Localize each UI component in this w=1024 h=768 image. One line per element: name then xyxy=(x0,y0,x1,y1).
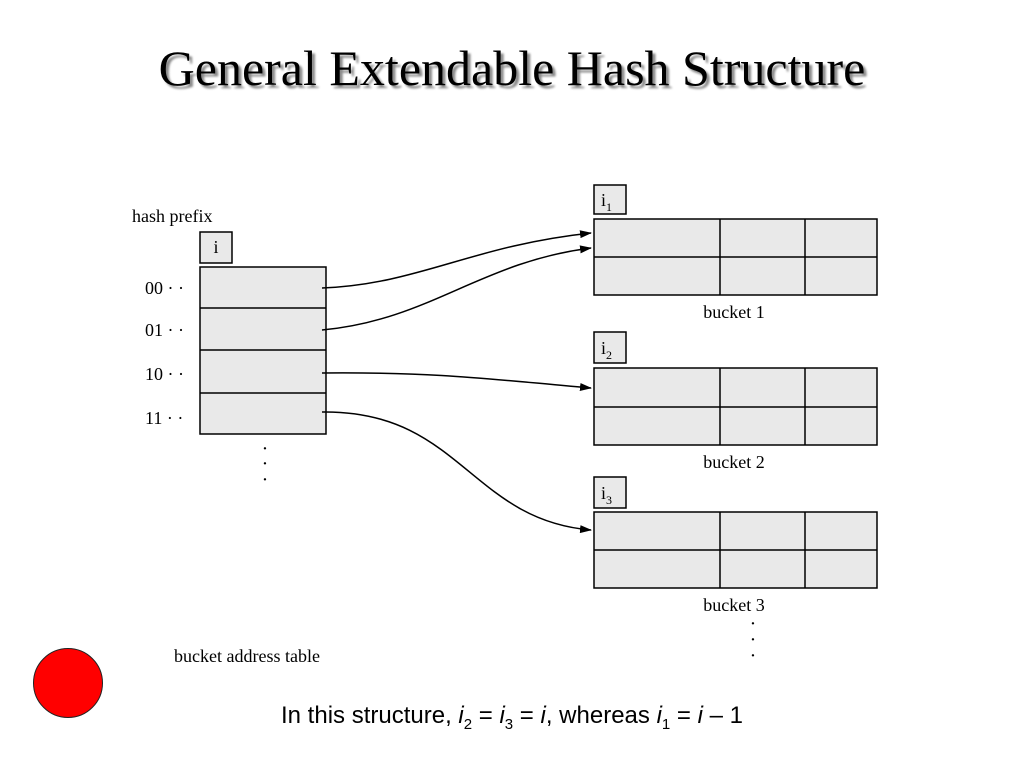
arrow-01-to-bucket-1 xyxy=(321,245,592,331)
bucket-address-table-label: bucket address table xyxy=(174,646,320,666)
bucket-2 xyxy=(593,367,878,446)
global-depth-label: i xyxy=(213,237,218,257)
caption-text: – 1 xyxy=(702,702,743,729)
caption-sub-1: 1 xyxy=(661,715,671,733)
red-circle-marker xyxy=(33,648,103,718)
ellipsis-dot: · xyxy=(262,438,269,460)
bucket-ellipsis: · · · xyxy=(750,613,757,667)
bucket-2-label: bucket 2 xyxy=(703,452,764,472)
bucket-2-depth-box xyxy=(593,331,627,364)
bucket-3-label: bucket 3 xyxy=(703,595,764,615)
arrow-10-to-bucket-2 xyxy=(321,372,592,391)
hash-prefix-label: hash prefix xyxy=(132,206,212,226)
caption-equals: = xyxy=(472,702,500,729)
caption-text: , whereas xyxy=(545,702,657,729)
caption-var-i: i xyxy=(540,702,546,729)
bucket-1-label: bucket 1 xyxy=(703,302,764,322)
bucket-3-depth-box xyxy=(593,476,627,509)
caption-equals: = xyxy=(670,702,698,729)
caption-sub-2: 2 xyxy=(463,715,473,733)
pointer-arrows xyxy=(321,230,592,534)
bucket-3-depth-label: i3 xyxy=(601,483,612,507)
prefix-10: 10 · · xyxy=(145,364,184,384)
caption-equals: = xyxy=(513,702,541,729)
caption-sub-3: 3 xyxy=(504,715,514,733)
arrow-11-to-bucket-3 xyxy=(321,411,592,534)
caption-var-i: i xyxy=(499,702,505,729)
global-depth-box xyxy=(199,231,233,264)
slide-title: General Extendable Hash Structure xyxy=(158,40,866,96)
ellipsis-dot: · xyxy=(262,453,269,475)
caption-var-i: i xyxy=(458,702,464,729)
ellipsis-dot: · xyxy=(750,629,757,651)
prefix-00: 00 · · xyxy=(145,278,184,298)
table-ellipsis: · · · xyxy=(262,438,269,491)
bucket-1-depth-label: i1 xyxy=(601,190,612,214)
bucket-2-depth-label: i2 xyxy=(601,338,612,362)
ellipsis-dot: · xyxy=(262,469,269,491)
prefix-01: 01 · · xyxy=(145,320,184,340)
caption-text: In this structure, xyxy=(281,702,459,729)
bucket-3 xyxy=(593,511,878,589)
arrow-00-to-bucket-1 xyxy=(321,230,592,289)
bucket-1-depth-box xyxy=(593,184,627,215)
caption-var-i: i xyxy=(697,702,703,729)
ellipsis-dot: · xyxy=(750,645,757,667)
prefix-11: 11 · · xyxy=(145,408,183,428)
bucket-1 xyxy=(593,218,878,296)
ellipsis-dot: · xyxy=(750,613,757,635)
caption: In this structure, i2 = i3 = i, whereas … xyxy=(0,702,1024,733)
bucket-address-table xyxy=(199,266,327,435)
caption-var-i: i xyxy=(656,702,662,729)
